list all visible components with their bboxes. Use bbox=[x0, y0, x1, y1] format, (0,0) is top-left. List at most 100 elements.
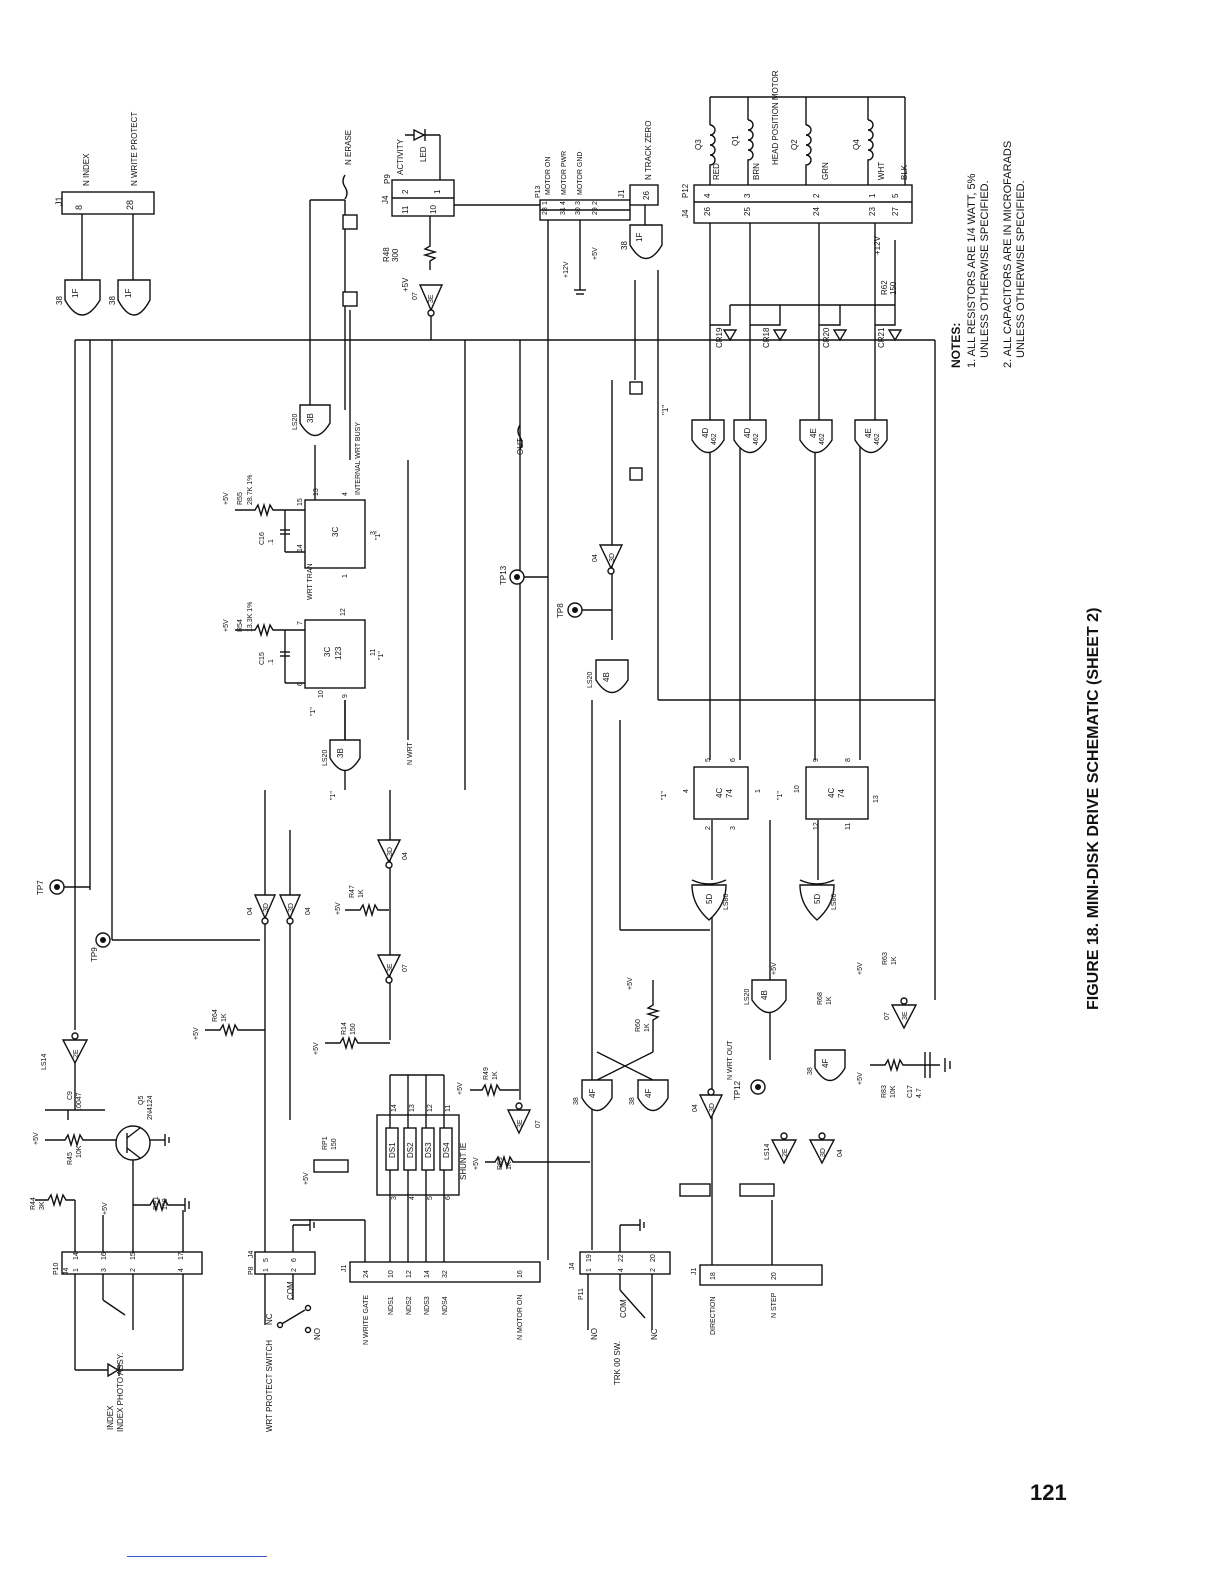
svg-text:22: 22 bbox=[618, 1254, 625, 1262]
svg-text:R49: R49 bbox=[483, 1067, 490, 1080]
svg-text:NDS4: NDS4 bbox=[442, 1296, 449, 1315]
svg-text:LS14: LS14 bbox=[764, 1144, 771, 1160]
svg-text:J4: J4 bbox=[63, 1268, 70, 1276]
svg-text:4C: 4C bbox=[715, 788, 724, 798]
svg-text:N WRT OUT: N WRT OUT bbox=[727, 1040, 734, 1080]
buffers-3d-3e: 3D 3D 04 04 3D 04 3E 07 +5V R47 1K bbox=[247, 790, 409, 1260]
svg-text:1: 1 bbox=[342, 574, 349, 578]
svg-text:462: 462 bbox=[819, 433, 826, 445]
svg-text:5D: 5D bbox=[813, 894, 822, 904]
svg-text:1: 1 bbox=[586, 1268, 593, 1272]
svg-text:NO: NO bbox=[313, 1328, 322, 1340]
flipflop-4c-left: 4C 74 5 6 4 2 3 1 "1" bbox=[661, 758, 762, 830]
svg-text:R60: R60 bbox=[635, 1019, 642, 1032]
svg-text:5: 5 bbox=[891, 193, 900, 198]
svg-text:4: 4 bbox=[683, 789, 690, 793]
n-erase-label: N ERASE bbox=[342, 130, 358, 307]
svg-text:8: 8 bbox=[74, 205, 84, 210]
svg-text:2: 2 bbox=[401, 189, 410, 194]
svg-text:8: 8 bbox=[845, 758, 852, 762]
out-signal: OUT bbox=[516, 424, 525, 455]
svg-text:14: 14 bbox=[297, 544, 304, 552]
svg-text:C9: C9 bbox=[67, 1091, 74, 1100]
svg-text:2: 2 bbox=[650, 1268, 657, 1272]
svg-text:WHT: WHT bbox=[877, 162, 886, 180]
svg-text:2. ALL CAPACITORS ARE IN MICR: 2. ALL CAPACITORS ARE IN MICROFARADS bbox=[1002, 141, 1014, 368]
svg-text:11: 11 bbox=[445, 1105, 452, 1112]
svg-text:5: 5 bbox=[705, 758, 712, 762]
svg-text:N INDEX: N INDEX bbox=[82, 153, 91, 186]
svg-text:150: 150 bbox=[331, 1138, 338, 1150]
svg-text:24: 24 bbox=[363, 1270, 370, 1278]
svg-text:3C: 3C bbox=[331, 527, 340, 537]
svg-text:N TRACK ZERO: N TRACK ZERO bbox=[644, 121, 653, 180]
svg-text:N ERASE: N ERASE bbox=[344, 130, 353, 165]
svg-text:MOTOR ON: MOTOR ON bbox=[545, 157, 552, 195]
top-gate-1f-index: 1F 38 bbox=[55, 279, 101, 316]
svg-text:+12V: +12V bbox=[873, 235, 882, 255]
svg-text:4C: 4C bbox=[827, 788, 836, 798]
svg-text:3B: 3B bbox=[336, 748, 345, 758]
gate-3e-motor: 3E 07 +5V R49 1K +5V R59 1K bbox=[457, 1067, 590, 1170]
p10-index-connector: P10 J4 1 14 3 16 2 15 4 17 INDEX INDEX P… bbox=[53, 1160, 203, 1432]
r54-c15: +5V R54 13.3K 1% C15 .1 bbox=[223, 602, 305, 684]
svg-text:150: 150 bbox=[162, 1198, 169, 1210]
svg-text:04: 04 bbox=[592, 554, 599, 562]
svg-text:25: 25 bbox=[743, 207, 752, 216]
svg-text:14: 14 bbox=[391, 1104, 398, 1112]
svg-text:4E: 4E bbox=[864, 428, 873, 438]
svg-text:DS2: DS2 bbox=[406, 1142, 415, 1158]
svg-text:P13: P13 bbox=[535, 185, 542, 198]
svg-text:R68: R68 bbox=[817, 992, 824, 1005]
svg-text:P11: P11 bbox=[578, 1288, 585, 1300]
svg-text:"1": "1" bbox=[777, 791, 784, 800]
svg-text:LS20: LS20 bbox=[322, 750, 329, 766]
svg-text:38: 38 bbox=[55, 296, 64, 305]
svg-text:1K: 1K bbox=[358, 889, 365, 898]
svg-text:UNLESS OTHERWISE SPECIFIED.: UNLESS OTHERWISE SPECIFIED. bbox=[1015, 180, 1027, 358]
svg-text:C15: C15 bbox=[259, 652, 266, 665]
svg-text:+5V: +5V bbox=[303, 1172, 310, 1185]
oneshot-3c-lower: 3C 123 7 6 12 11 10 9 "1" "1" bbox=[297, 608, 385, 716]
svg-text:6: 6 bbox=[291, 1258, 298, 1262]
svg-text:2N4124: 2N4124 bbox=[147, 1095, 154, 1120]
svg-text:R47: R47 bbox=[349, 885, 356, 898]
svg-text:+5V: +5V bbox=[33, 1132, 40, 1145]
svg-text:RP1: RP1 bbox=[153, 1196, 160, 1210]
svg-text:3E: 3E bbox=[902, 1011, 909, 1020]
svg-text:1: 1 bbox=[755, 789, 762, 793]
svg-text:DS4: DS4 bbox=[442, 1142, 451, 1158]
svg-text:1K: 1K bbox=[492, 1071, 499, 1080]
svg-text:12: 12 bbox=[813, 822, 820, 830]
svg-text:10K: 10K bbox=[890, 1085, 897, 1098]
svg-text:DIRECTION: DIRECTION bbox=[710, 1297, 717, 1336]
svg-text:3K: 3K bbox=[39, 1201, 46, 1210]
svg-text:15: 15 bbox=[130, 1252, 137, 1260]
svg-text:04: 04 bbox=[692, 1104, 699, 1112]
svg-text:31: 31 bbox=[560, 207, 567, 215]
svg-text:NDS2: NDS2 bbox=[406, 1296, 413, 1315]
svg-text:1: 1 bbox=[868, 193, 877, 198]
svg-text:04: 04 bbox=[305, 907, 312, 915]
svg-text:RED: RED bbox=[712, 163, 721, 180]
svg-text:74: 74 bbox=[837, 789, 846, 798]
svg-text:J1: J1 bbox=[691, 1268, 698, 1276]
j1-top-connector: J1 8 28 N INDEX N WRITE PROTECT bbox=[54, 112, 155, 280]
svg-text:TP7: TP7 bbox=[36, 880, 45, 895]
svg-text:3D: 3D bbox=[387, 847, 394, 856]
track-zero-connector: J1 26 N TRACK ZERO 1F 38 bbox=[617, 121, 663, 481]
svg-text:TP9: TP9 bbox=[90, 947, 99, 962]
svg-text:04: 04 bbox=[837, 1149, 844, 1157]
svg-text:07: 07 bbox=[402, 964, 409, 972]
svg-text:LS14: LS14 bbox=[41, 1054, 48, 1070]
svg-text:2: 2 bbox=[705, 826, 712, 830]
svg-text:DS3: DS3 bbox=[424, 1142, 433, 1158]
svg-text:12: 12 bbox=[406, 1270, 413, 1278]
svg-text:COM: COM bbox=[619, 1299, 628, 1318]
svg-text:+5V: +5V bbox=[223, 619, 230, 632]
svg-text:CR19: CR19 bbox=[715, 327, 724, 348]
gate-2e-index: 2E LS14 bbox=[41, 1032, 89, 1070]
gate-3b-lower: 3B LS20 N WRT "1" bbox=[322, 700, 414, 800]
driver-gates: 4D 4D 4E 4E 462 462 462 462 "1" bbox=[661, 405, 888, 454]
notes-block: NOTES: 1. ALL RESISTORS ARE 1/4 WATT, 5%… bbox=[949, 141, 1027, 368]
